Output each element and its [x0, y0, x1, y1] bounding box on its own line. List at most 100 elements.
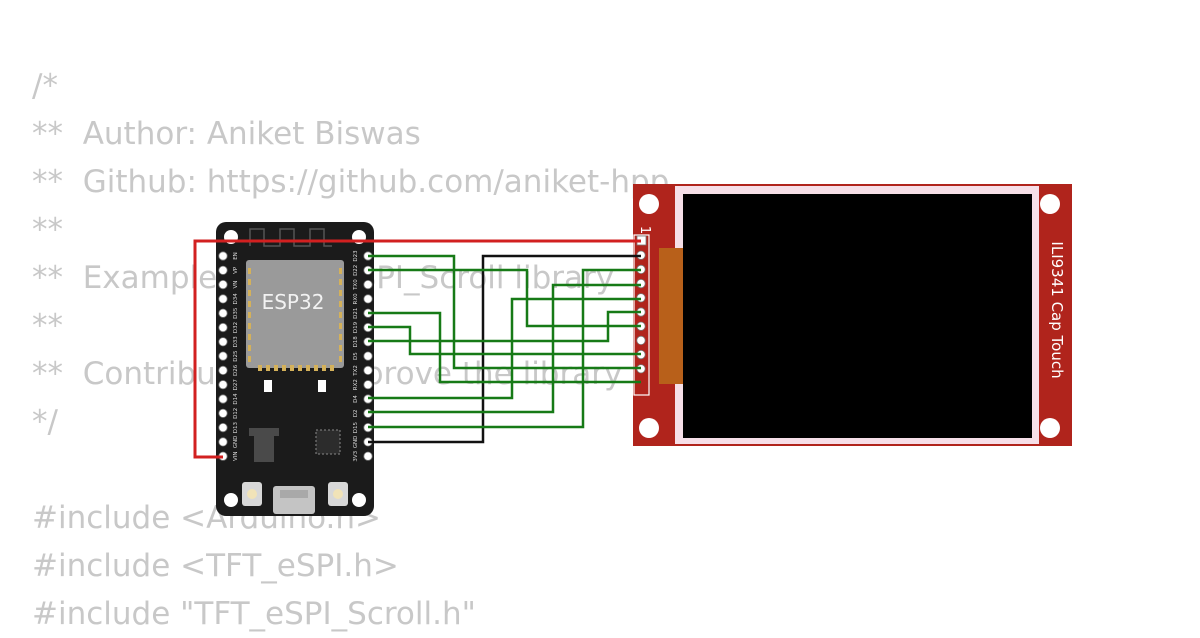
wire-d2-reset[interactable] [368, 283, 641, 414]
header-pin[interactable] [363, 365, 373, 375]
usb-serial-chip [315, 429, 341, 455]
header-pin[interactable] [218, 251, 228, 261]
module-pad [339, 312, 342, 318]
module-pads [248, 268, 342, 392]
wire-d21-touch[interactable] [368, 311, 641, 384]
pin-label: D5 [353, 352, 359, 360]
esp32-devkit-board[interactable]: ESP32 ENVPVND34D35D32D33D25D26D27D14D12D… [216, 222, 374, 516]
header-pin[interactable] [218, 308, 228, 318]
header-pin[interactable] [363, 351, 373, 361]
module-pad [248, 312, 251, 318]
display-header [636, 235, 647, 374]
esp32-right-header: D23D22TX0RX0D21D19D18D5TX2RX2D4D2D15GND3… [353, 250, 373, 462]
module-pad [248, 356, 251, 362]
header-pin[interactable] [218, 408, 228, 418]
pin-label: D19 [353, 321, 359, 333]
module-pad [339, 334, 342, 340]
mounting-hole [1040, 418, 1060, 438]
pin-label: D13 [233, 421, 239, 433]
pin-label: D12 [233, 408, 239, 419]
display-label: ILI9341 Cap Touch [1048, 241, 1066, 378]
code-line: ** [32, 212, 63, 248]
display-header-outline [633, 234, 650, 396]
mounting-hole [352, 493, 366, 507]
pin-label: D2 [353, 409, 359, 417]
header-pin[interactable] [636, 278, 646, 289]
pin-label: D35 [233, 307, 239, 319]
esp32-module-shield [246, 260, 344, 368]
boot-button-cap [247, 489, 257, 499]
pin-label: TX0 [353, 279, 359, 291]
header-pin[interactable] [218, 294, 228, 304]
pin-label: VP [233, 266, 239, 274]
ili9341-display-board[interactable]: 1 ILI9341 Cap Touch [633, 184, 1072, 446]
code-line: #include <TFT_eSPI.h> [32, 548, 399, 584]
wire-d23-mosi[interactable] [368, 254, 641, 370]
code-line: */ [32, 404, 58, 440]
wire-vin-vcc[interactable] [193, 239, 641, 459]
module-pad [248, 323, 251, 329]
pin-label: D25 [233, 350, 239, 362]
header-pin[interactable] [218, 422, 228, 433]
header-pin[interactable] [218, 437, 228, 447]
pin-label: D33 [233, 336, 239, 348]
pin-label: D26 [233, 364, 239, 376]
module-pad [314, 365, 318, 371]
module-pad [339, 279, 342, 285]
header-pin[interactable] [363, 408, 373, 418]
pin-label: D18 [353, 336, 359, 348]
header-pin[interactable] [363, 451, 373, 461]
module-pad [330, 365, 334, 371]
module-pad [339, 268, 342, 274]
mounting-hole [639, 194, 659, 214]
pin-label: 3V3 [353, 450, 359, 461]
esp32-left-header: ENVPVND34D35D32D33D25D26D27D14D12D13GNDV… [218, 251, 239, 461]
header-pin[interactable] [363, 279, 373, 290]
header-pin[interactable] [636, 335, 646, 345]
module-pad [282, 365, 286, 371]
module-pad [339, 323, 342, 329]
wires [193, 239, 641, 459]
module-pad [339, 356, 342, 362]
pin-label: VIN [233, 451, 239, 461]
header-pin[interactable] [218, 394, 228, 404]
wire-gnd-gnd[interactable] [368, 254, 641, 444]
module-pad [258, 365, 262, 371]
antenna-trace [249, 228, 332, 247]
header-pin[interactable] [218, 351, 228, 361]
header-pin[interactable] [218, 365, 228, 375]
header-pin[interactable] [218, 322, 228, 333]
module-pad [248, 290, 251, 296]
module-pad [248, 345, 251, 351]
header-pin[interactable] [218, 279, 228, 290]
code-line: ** Author: Aniket Biswas [32, 116, 421, 152]
pin-label: D27 [233, 379, 239, 391]
pin-label: D34 [233, 293, 239, 305]
mounting-hole [224, 493, 238, 507]
code-line: ** Github: https://github.com/aniket-hpp [32, 164, 670, 200]
pin1-marker: 1 [637, 226, 652, 234]
wire-d22-led[interactable] [368, 268, 641, 328]
header-pin[interactable] [218, 265, 228, 275]
module-pad [339, 345, 342, 351]
module-pad [290, 365, 294, 371]
code-line: #include "TFT_eSPI_Scroll.h" [32, 596, 476, 632]
module-pad [266, 365, 270, 371]
code-line: /* [32, 68, 58, 104]
pin-label: GND [233, 436, 239, 449]
header-pin[interactable] [218, 337, 228, 347]
mounting-hole [639, 418, 659, 438]
module-pad [339, 290, 342, 296]
pin-label: RX0 [353, 293, 359, 305]
header-pin[interactable] [363, 294, 373, 304]
module-pad [298, 365, 302, 371]
pin-label: RX2 [353, 379, 359, 390]
pin-label: D4 [353, 395, 359, 403]
wire-d4-dc[interactable] [368, 297, 641, 400]
header-pin[interactable] [363, 380, 373, 390]
pin-label: D23 [353, 250, 359, 262]
header-pin[interactable] [218, 380, 228, 390]
wire-d15-cs[interactable] [368, 268, 641, 429]
module-pad [339, 301, 342, 307]
